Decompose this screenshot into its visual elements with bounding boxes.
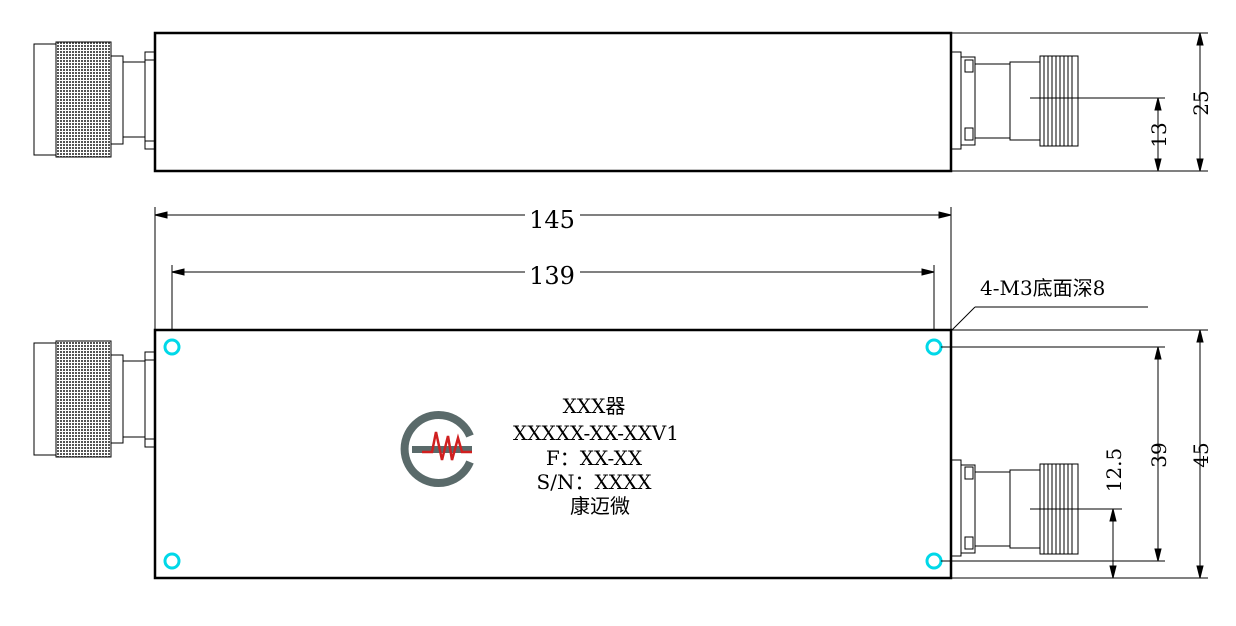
nameplate-company: 康迈微 (570, 494, 630, 518)
bottom-dimension-lines (941, 329, 1208, 579)
nameplate-name: XXX器 (563, 394, 626, 418)
length-dimensions (154, 207, 952, 345)
dim-top-height: 25 (1189, 90, 1213, 115)
mounting-hole (925, 552, 943, 570)
top-dimension-lines (951, 32, 1208, 172)
company-logo (400, 411, 474, 487)
top-left-connector (33, 41, 156, 158)
nameplate-serial: S/N：XXXX (537, 470, 653, 494)
dim-top-connector-center: 13 (1147, 122, 1171, 147)
mounting-hole (925, 338, 943, 356)
mounting-holes (163, 338, 943, 570)
dim-hole-spacing-length: 139 (529, 262, 575, 290)
bottom-right-connector (950, 459, 1079, 557)
dim-connector-offset: 12.5 (1102, 448, 1126, 493)
mounting-hole (163, 552, 181, 570)
nameplate-frequency: F：XX-XX (546, 446, 643, 470)
top-right-connector (950, 51, 1079, 150)
dim-overall-length: 145 (529, 206, 575, 234)
hole-callout-leader (939, 306, 1148, 343)
hole-callout-text: 4-M3底面深8 (980, 276, 1105, 300)
top-view: 25 13 (33, 31, 1213, 173)
mounting-hole (163, 338, 181, 356)
top-body (153, 31, 953, 173)
nameplate-model: XXXXX-XX-XXV1 (513, 421, 679, 445)
dim-bottom-height: 45 (1189, 442, 1213, 467)
nameplate: XXX器 XXXXX-XX-XXV1 F：XX-XX S/N：XXXX 康迈微 (513, 394, 679, 518)
bottom-view: XXX器 XXXXX-XX-XXV1 F：XX-XX S/N：XXXX 康迈微 (33, 328, 1213, 580)
dim-hole-spacing-height: 39 (1147, 442, 1171, 467)
bottom-left-connector (33, 340, 156, 458)
bottom-body (153, 328, 953, 580)
